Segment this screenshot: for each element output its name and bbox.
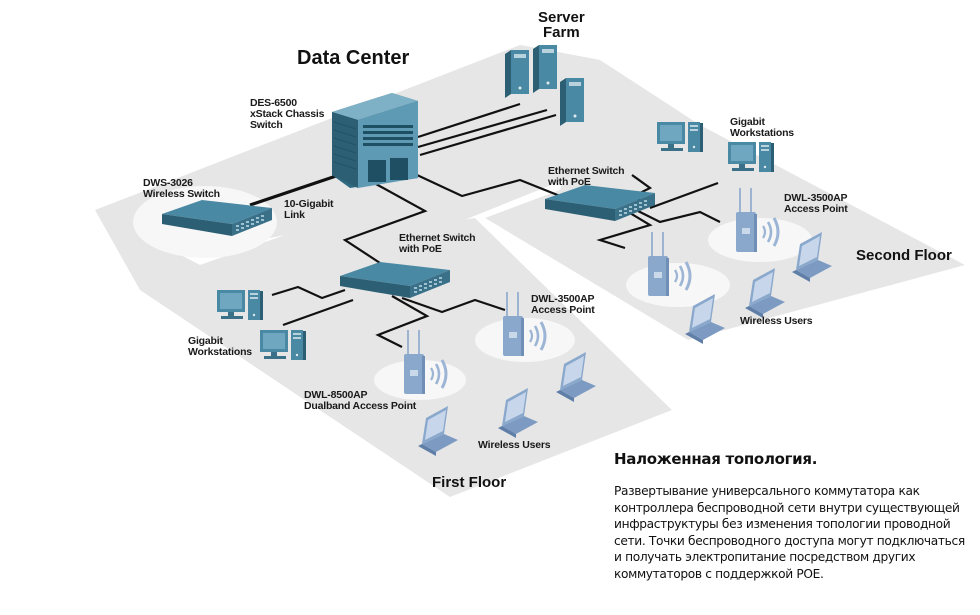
- sf-switch-label: Ethernet Switch with PoE: [548, 165, 625, 188]
- ff-ap-3500-cable: [401, 296, 506, 314]
- ff-ap-3500-halo: [475, 318, 575, 362]
- core-to-ff-switch-cable: [342, 177, 428, 264]
- ff-pc1-cable: [271, 285, 346, 300]
- 10-gigabit-link-cable: [249, 171, 346, 207]
- sf-pc2-cable: [649, 181, 719, 210]
- core-to-sf-switch-cable: [401, 167, 571, 202]
- des-6500-chassis-switch: [332, 93, 418, 188]
- description-block: Наложенная топология. Развертывание унив…: [614, 450, 974, 582]
- first-floor-label: First Floor: [432, 474, 507, 491]
- ff-ap-8500-cable: [375, 295, 430, 348]
- sf-wireless-users-label: Wireless Users: [740, 315, 813, 327]
- sf-ap-2-cable: [596, 209, 653, 250]
- wireless-switch-label: DWS-3026 Wireless Switch: [143, 177, 220, 200]
- cables: [249, 102, 721, 348]
- sf-ap-1-cable: [631, 207, 721, 224]
- description-heading: Наложенная топология.: [614, 450, 818, 468]
- sf-ap-3500-label: DWL-3500AP Access Point: [784, 192, 848, 215]
- server-1: [505, 50, 529, 98]
- ff-ap-8500-label: DWL-8500AP Dualband Access Point: [304, 389, 417, 412]
- ff-workstations-label: Gigabit Workstations: [188, 335, 252, 358]
- ff-ap-3500-label: DWL-3500AP Access Point: [531, 293, 595, 316]
- second-floor-plane: [485, 45, 965, 340]
- server-farm-title: Server Farm: [538, 9, 585, 41]
- description-body: Развертывание универсального коммутатора…: [614, 484, 965, 581]
- sf-ap-halo-2: [626, 263, 730, 307]
- data-center-title: Data Center: [297, 47, 410, 69]
- sf-ap-halo-1: [708, 218, 812, 262]
- core-switch-label: DES-6500 xStack Chassis Switch: [250, 97, 325, 131]
- link-label: 10-Gigabit Link: [284, 198, 334, 221]
- server-cable-1: [417, 102, 521, 139]
- ff-switch-label: Ethernet Switch with PoE: [399, 232, 476, 255]
- ff-pc2-cable: [282, 298, 354, 327]
- server-2: [533, 45, 557, 93]
- server-cable-2: [417, 108, 548, 149]
- floor-gap: [475, 218, 688, 410]
- server-3: [560, 78, 584, 126]
- sf-workstations-label: Gigabit Workstations: [730, 116, 794, 139]
- second-floor-label: Second Floor: [856, 247, 952, 264]
- server-cable-3: [419, 113, 557, 157]
- ff-wireless-users-label: Wireless Users: [478, 439, 551, 451]
